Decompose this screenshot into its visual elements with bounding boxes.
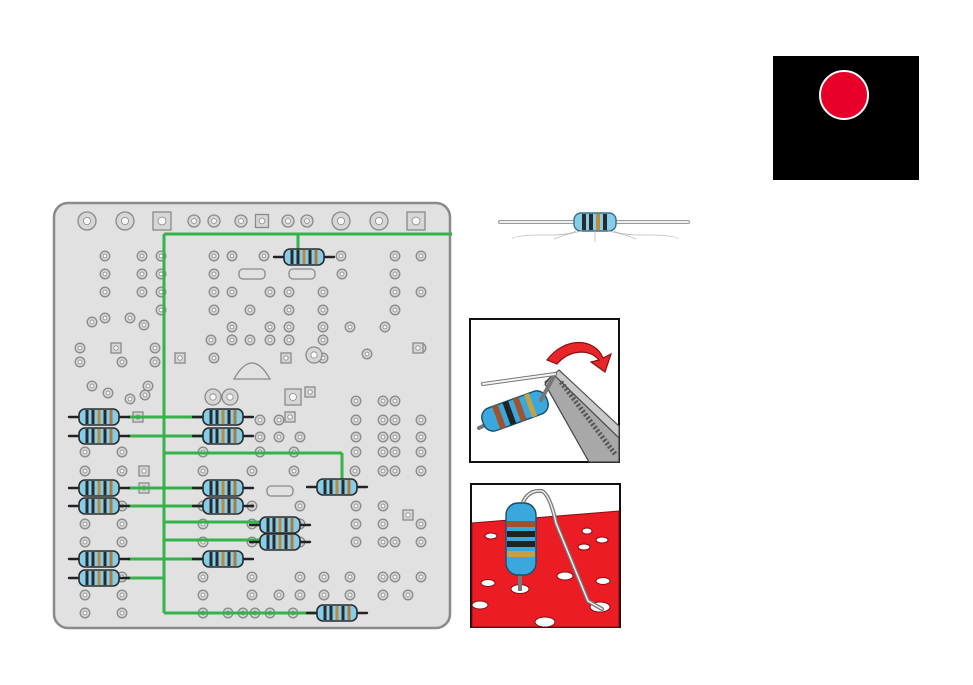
pcb-board: [52, 201, 452, 631]
reference-resistor: [496, 206, 696, 246]
status-indicator: [773, 56, 919, 180]
red-dot-icon: [819, 70, 869, 120]
resistor-icon: [574, 213, 616, 231]
resistor-insert-icon: [470, 483, 621, 628]
pliers-bend-icon: [469, 318, 620, 463]
